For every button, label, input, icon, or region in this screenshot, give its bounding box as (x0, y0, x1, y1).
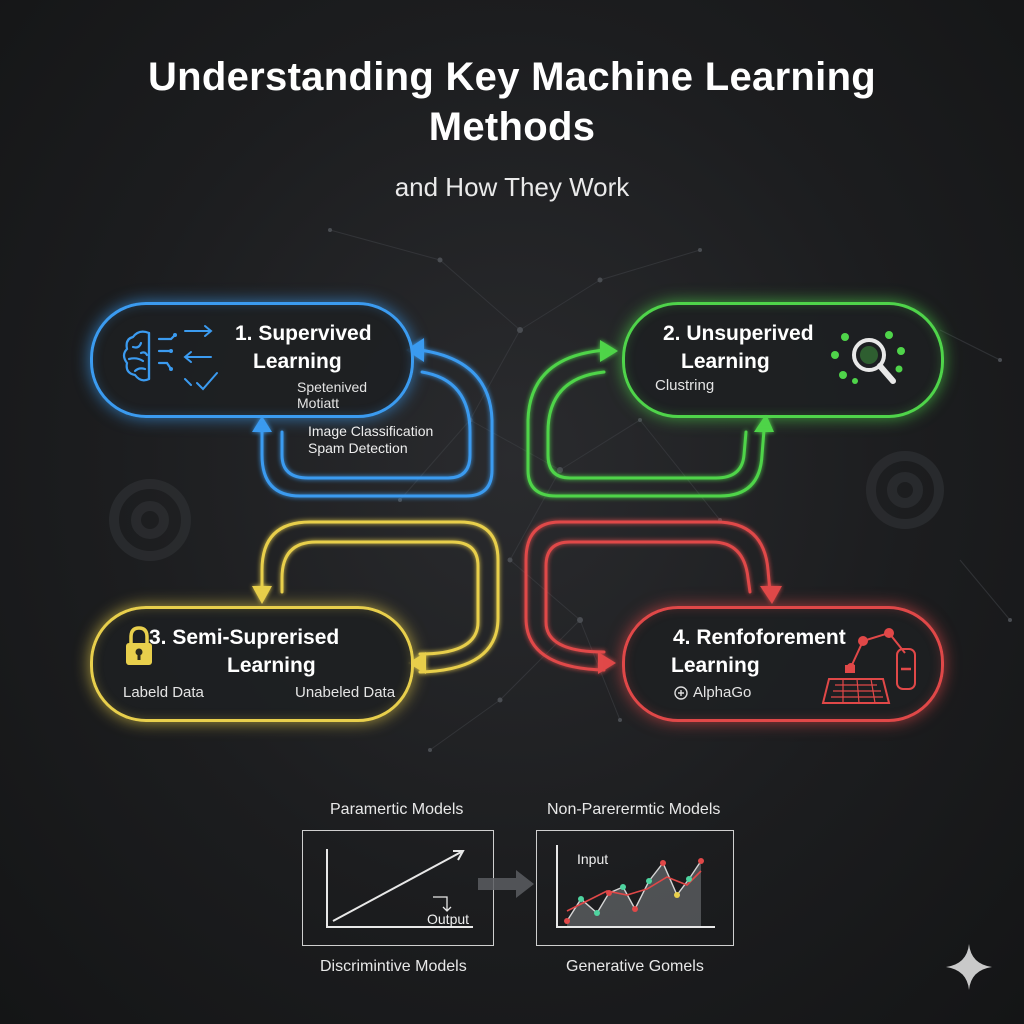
card-semi-supervised-caption-right: Unabeled Data (295, 684, 396, 701)
lock-icon (126, 626, 152, 665)
card-semi-supervised-title-line2: Learning (227, 654, 316, 677)
right-panel-input-label: Input (577, 851, 609, 867)
arrows-check-icon (183, 325, 218, 391)
card-reinforcement-learning[interactable]: 4. Renfoforement Learning AlphaGo (622, 606, 944, 722)
left-panel-output-label: Output (427, 911, 470, 927)
card-supervised-caption-line2: Motiatt (297, 395, 340, 411)
brain-icon (122, 330, 177, 382)
panel-connector-arrow-icon (478, 870, 534, 898)
card-semi-supervised-learning[interactable]: 3. Semi-Suprerised Learning Labeld Data … (90, 606, 414, 722)
right-panel-top-label: Non-Parerermtic Models (547, 801, 721, 818)
page-subtitle: and How They Work (394, 172, 630, 202)
page-title: Understanding Key Machine Learning Metho… (147, 55, 877, 149)
card-reinforcement-title-line2: Learning (671, 654, 760, 677)
sparkle-icon (946, 944, 992, 990)
parametric-models-panel: Output (302, 830, 494, 946)
card-supervised-title-line1: 1. Supervived (235, 322, 372, 345)
right-panel-bottom-label: Generative Gomels (566, 958, 704, 975)
left-panel-bottom-label: Discrimintive Models (320, 958, 467, 975)
card-supervised-caption-line1: Spetenived (297, 379, 368, 395)
robot-arm-icon (821, 628, 916, 704)
magnifier-clusters-icon (831, 331, 905, 384)
nonlinear-data-chart (556, 845, 715, 928)
examples-line1: Image Classification (308, 423, 434, 439)
non-parametric-models-panel: Input (536, 830, 734, 946)
left-panel-top-label: Paramertic Models (330, 801, 464, 818)
card-reinforcement-caption: AlphaGo (693, 684, 752, 701)
card-unsupervised-title-line2: Learning (681, 350, 770, 373)
card-supervised-title-line2: Learning (253, 350, 342, 373)
plus-circle-icon (674, 686, 688, 700)
linear-trend-chart (326, 849, 473, 928)
card-unsupervised-caption: Clustring (655, 377, 715, 394)
card-reinforcement-title-line1: 4. Renfoforement (673, 626, 846, 649)
card-unsupervised-title-line1: 2. Unsuperived (663, 322, 814, 345)
card-supervised-learning[interactable]: 1. Supervived Learning Spetenived Motiat… (90, 302, 414, 418)
card-unsupervised-learning[interactable]: 2. Unsuperived Learning Clustring (622, 302, 944, 418)
card-semi-supervised-caption-left: Labeld Data (123, 684, 204, 701)
card-semi-supervised-title-line1: 3. Semi-Suprerised (149, 626, 340, 649)
examples-line2: Spam Detection (308, 440, 408, 456)
